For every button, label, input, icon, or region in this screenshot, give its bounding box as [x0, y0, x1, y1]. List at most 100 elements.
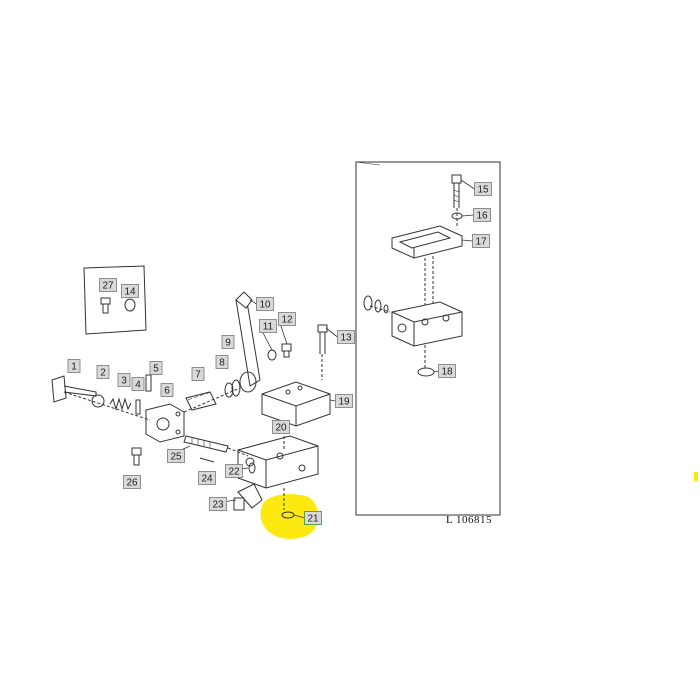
callout-part-25: 25	[167, 445, 191, 463]
housing-part-6	[145, 403, 185, 443]
callout-label-part-26: 26	[126, 478, 138, 489]
inset-frame-small	[83, 265, 147, 335]
callout-label-part-4: 4	[135, 380, 141, 391]
callout-part-12: 12	[278, 312, 296, 345]
leader-line-part-16	[461, 214, 474, 217]
callout-label-part-12: 12	[281, 315, 293, 326]
callout-label-part-9: 9	[225, 338, 231, 349]
valve-body-part-20	[237, 435, 319, 489]
callout-box-part-16	[473, 208, 491, 222]
knob-part-10	[235, 291, 253, 309]
seal-part-22	[248, 462, 256, 474]
handle-part-1	[51, 375, 97, 403]
callout-part-20: 20	[272, 420, 290, 434]
pin-part-4	[135, 399, 141, 415]
callout-box-part-21	[304, 511, 322, 525]
elbow-part-23	[233, 483, 263, 511]
bracket-part-17	[391, 225, 463, 259]
callout-box-part-9	[221, 335, 235, 349]
leader-line-part-10	[249, 299, 257, 305]
bolt-part-13	[317, 324, 328, 354]
callout-label-part-27: 27	[102, 281, 114, 292]
callout-label-part-20: 20	[275, 423, 287, 434]
callout-box-part-3	[117, 373, 131, 387]
callout-label-part-21: 21	[307, 514, 319, 525]
leader-line-part-15	[460, 179, 475, 190]
callout-box-part-6	[160, 383, 174, 397]
leader-line-part-19	[329, 399, 336, 402]
callout-box-part-2	[96, 365, 110, 379]
rod-part-25	[183, 435, 229, 453]
callout-box-part-15	[474, 182, 492, 196]
callout-label-part-1: 1	[71, 362, 77, 373]
line-art	[51, 161, 501, 519]
callout-label-part-5: 5	[153, 364, 159, 375]
callout-box-part-24	[198, 471, 216, 485]
leader-line-part-13	[325, 327, 338, 338]
bolt-part-15	[451, 174, 462, 208]
callout-part-22: 22	[225, 464, 249, 478]
callout-box-part-12	[278, 312, 296, 326]
callout-label-part-23: 23	[212, 500, 224, 511]
callout-label-part-3: 3	[121, 376, 127, 387]
inset-frame	[355, 161, 501, 516]
callout-label-part-24: 24	[201, 474, 213, 485]
rod-part-5	[145, 374, 152, 392]
valve-block-inset	[391, 301, 463, 347]
callout-box-part-18	[438, 364, 456, 378]
callout-box-part-4	[131, 377, 145, 391]
callout-part-8: 8	[215, 355, 229, 369]
washer-part-11	[267, 349, 277, 361]
leader-line-part-18	[433, 370, 439, 373]
callout-box-part-13	[337, 330, 355, 344]
seal-set-inset	[363, 295, 391, 314]
leader-line-part-21	[293, 514, 305, 519]
callout-part-13: 13	[325, 327, 355, 344]
callout-box-part-26	[123, 475, 141, 489]
callout-label-part-16: 16	[476, 211, 488, 222]
callout-label-part-22: 22	[228, 467, 240, 478]
ring-part-14	[124, 298, 136, 312]
edge-highlight-mark	[694, 472, 698, 481]
callout-box-part-20	[272, 420, 290, 434]
callout-label-part-11: 11	[263, 322, 274, 333]
callout-part-27: 27	[99, 278, 117, 292]
callout-box-part-7	[191, 367, 205, 381]
callout-box-part-17	[472, 234, 490, 248]
block-part-19	[261, 381, 331, 427]
callout-label-part-25: 25	[170, 452, 182, 463]
callout-part-15: 15	[460, 179, 492, 196]
callout-label-part-13: 13	[340, 333, 352, 344]
callout-label-part-19: 19	[338, 397, 350, 408]
o-ring-part-18	[417, 367, 435, 377]
callout-part-14: 14	[121, 284, 139, 298]
callout-part-18: 18	[433, 364, 456, 378]
callout-box-part-22	[225, 464, 243, 478]
callout-part-9: 9	[221, 335, 235, 349]
callout-part-26: 26	[123, 475, 141, 489]
callout-part-16: 16	[461, 208, 491, 222]
callout-box-part-25	[167, 449, 185, 463]
callout-part-11: 11	[259, 319, 277, 351]
callout-box-part-23	[209, 497, 227, 511]
spring-part-3	[109, 397, 132, 411]
callout-part-21: 21	[293, 511, 322, 525]
callout-part-1: 1	[67, 359, 81, 373]
callout-part-24: 24	[198, 471, 216, 485]
pin-part-24	[199, 457, 215, 463]
callout-part-23: 23	[209, 497, 237, 511]
callout-box-part-8	[215, 355, 229, 369]
washer-part-8	[224, 379, 241, 398]
callout-part-5: 5	[149, 361, 163, 375]
callout-label-part-2: 2	[100, 368, 106, 379]
drawing-reference-code: L 106815	[446, 514, 492, 526]
callout-part-3: 3	[117, 373, 131, 387]
gear-part-7	[185, 391, 217, 411]
callout-part-2: 2	[96, 365, 110, 379]
leader-line-part-17	[461, 239, 473, 242]
callout-box-part-11	[259, 319, 277, 333]
callout-box-part-10	[256, 297, 274, 311]
callout-part-10: 10	[249, 297, 274, 311]
